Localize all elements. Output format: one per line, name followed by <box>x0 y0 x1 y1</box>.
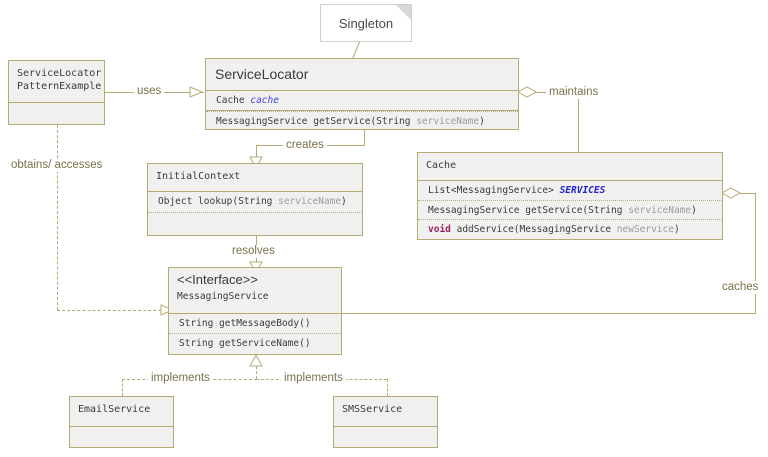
class-name-section: SMSService <box>334 397 437 427</box>
class-methods-section: Object lookup(String serviceName) <box>148 192 362 213</box>
method-return-type: String <box>179 338 214 349</box>
class-fields-section: Cache cache <box>206 91 518 111</box>
method-row: MessagingService getService(String servi… <box>206 112 518 129</box>
method-signature: getService(String <box>313 116 417 127</box>
edge-label-implements-right: implements <box>281 372 346 385</box>
note-singleton: Singleton <box>320 4 412 42</box>
field-type: List<MessagingService> <box>428 185 554 196</box>
class-messaging-service[interactable]: <<Interface>> MessagingService String ge… <box>168 267 342 355</box>
method-row: Object lookup(String serviceName) <box>148 192 362 211</box>
method-param: newService <box>616 224 674 235</box>
method-signature: lookup(String <box>192 196 279 207</box>
class-name: InitialContext <box>156 171 241 182</box>
edge-label-implements-left: implements <box>148 372 213 385</box>
edge-label-caches: caches <box>719 281 762 294</box>
edge-maintains-v <box>578 92 579 152</box>
class-name-line2: PatternExample <box>17 81 102 92</box>
class-name: MessagingService <box>177 291 269 302</box>
field-name: cache <box>250 95 279 106</box>
edge-label-creates: creates <box>283 139 327 152</box>
method-close: ) <box>691 205 697 216</box>
method-return-type: MessagingService <box>428 205 520 216</box>
method-row: MessagingService getService(String servi… <box>418 201 722 220</box>
class-stereotype: <<Interface>> <box>177 272 258 287</box>
class-initial-context[interactable]: InitialContext Object lookup(String serv… <box>147 163 363 236</box>
class-method-section-2: void addService(MessagingService newServ… <box>418 220 722 239</box>
class-members-section-empty <box>9 103 104 124</box>
method-return-type: MessagingService <box>216 116 308 127</box>
class-name-section: Cache <box>418 153 722 181</box>
edge-creates-v1 <box>364 130 365 145</box>
class-name-section: EmailService <box>70 397 173 427</box>
class-method-section-2: String getServiceName() <box>169 334 341 354</box>
method-close: ) <box>673 224 680 235</box>
class-name: Cache <box>426 160 457 171</box>
class-email-service[interactable]: EmailService <box>69 396 174 448</box>
edge-caches-v <box>755 193 756 313</box>
note-fold-corner <box>396 5 411 20</box>
method-signature: getService(String <box>519 205 629 216</box>
edge-obtains-v <box>57 125 58 310</box>
method-return-type: Object <box>158 196 193 207</box>
field-row: List<MessagingService> SERVICES <box>418 181 722 200</box>
method-return-type: String <box>179 318 214 329</box>
method-close: ) <box>479 116 485 127</box>
method-param: serviceName <box>628 205 692 216</box>
edge-obtains-arrowhead <box>160 304 175 316</box>
class-empty-section <box>334 427 437 447</box>
edge-implements-stem <box>256 366 257 379</box>
field-type: Cache <box>216 95 245 106</box>
edge-label-obtains-accesses: obtains/ accesses <box>8 159 106 172</box>
field-row: Cache cache <box>206 91 518 110</box>
edge-obtains-h <box>57 310 207 311</box>
method-param: serviceName <box>278 196 342 207</box>
method-row: String getMessageBody() <box>169 314 341 333</box>
edge-implements-triangle <box>249 353 263 367</box>
class-cache[interactable]: Cache List<MessagingService> SERVICES Me… <box>417 152 723 240</box>
method-close: ) <box>341 196 347 207</box>
method-row: String getServiceName() <box>169 334 341 353</box>
method-signature: addService(MessagingService <box>450 224 617 235</box>
field-name: SERVICES <box>559 185 606 196</box>
class-name-section: InitialContext <box>148 164 362 192</box>
method-signature: getMessageBody() <box>213 318 311 329</box>
class-fields-section: List<MessagingService> SERVICES <box>418 181 722 201</box>
class-empty-section <box>70 427 173 447</box>
class-name: EmailService <box>78 404 151 415</box>
edge-creates-v2 <box>256 145 257 159</box>
class-name: SMSService <box>342 404 403 415</box>
edge-caches-h1 <box>740 193 755 194</box>
note-singleton-text: Singleton <box>338 15 394 31</box>
class-service-locator[interactable]: ServiceLocator Cache cache MessagingServ… <box>205 58 519 130</box>
class-name-section: <<Interface>> MessagingService <box>169 268 341 314</box>
class-sms-service[interactable]: SMSService <box>333 396 438 448</box>
method-return-type: void <box>428 224 451 235</box>
edge-caches-h2 <box>342 313 756 314</box>
edge-uses-arrowhead <box>189 86 204 98</box>
edge-label-resolves: resolves <box>229 245 278 258</box>
edge-implements-left-v <box>122 379 123 396</box>
method-row: void addService(MessagingService newServ… <box>418 220 722 239</box>
method-param: serviceName <box>416 116 480 127</box>
edge-implements-right-v <box>387 379 388 396</box>
edge-label-uses: uses <box>134 85 165 98</box>
method-signature: getServiceName() <box>213 338 311 349</box>
class-methods-section: MessagingService getService(String servi… <box>206 111 518 129</box>
class-name-line1: ServiceLocator <box>17 68 102 79</box>
edge-caches-diamond <box>720 187 742 199</box>
class-method-section-1: String getMessageBody() <box>169 314 341 334</box>
class-method-section-1: MessagingService getService(String servi… <box>418 201 722 220</box>
class-name: ServiceLocator <box>215 66 309 82</box>
edge-creates-arrowhead <box>249 156 263 170</box>
class-empty-section <box>148 213 362 235</box>
edge-maintains-diamond <box>516 86 538 98</box>
class-name-section: ServiceLocator <box>206 59 518 91</box>
edge-label-maintains: maintains <box>546 86 602 99</box>
